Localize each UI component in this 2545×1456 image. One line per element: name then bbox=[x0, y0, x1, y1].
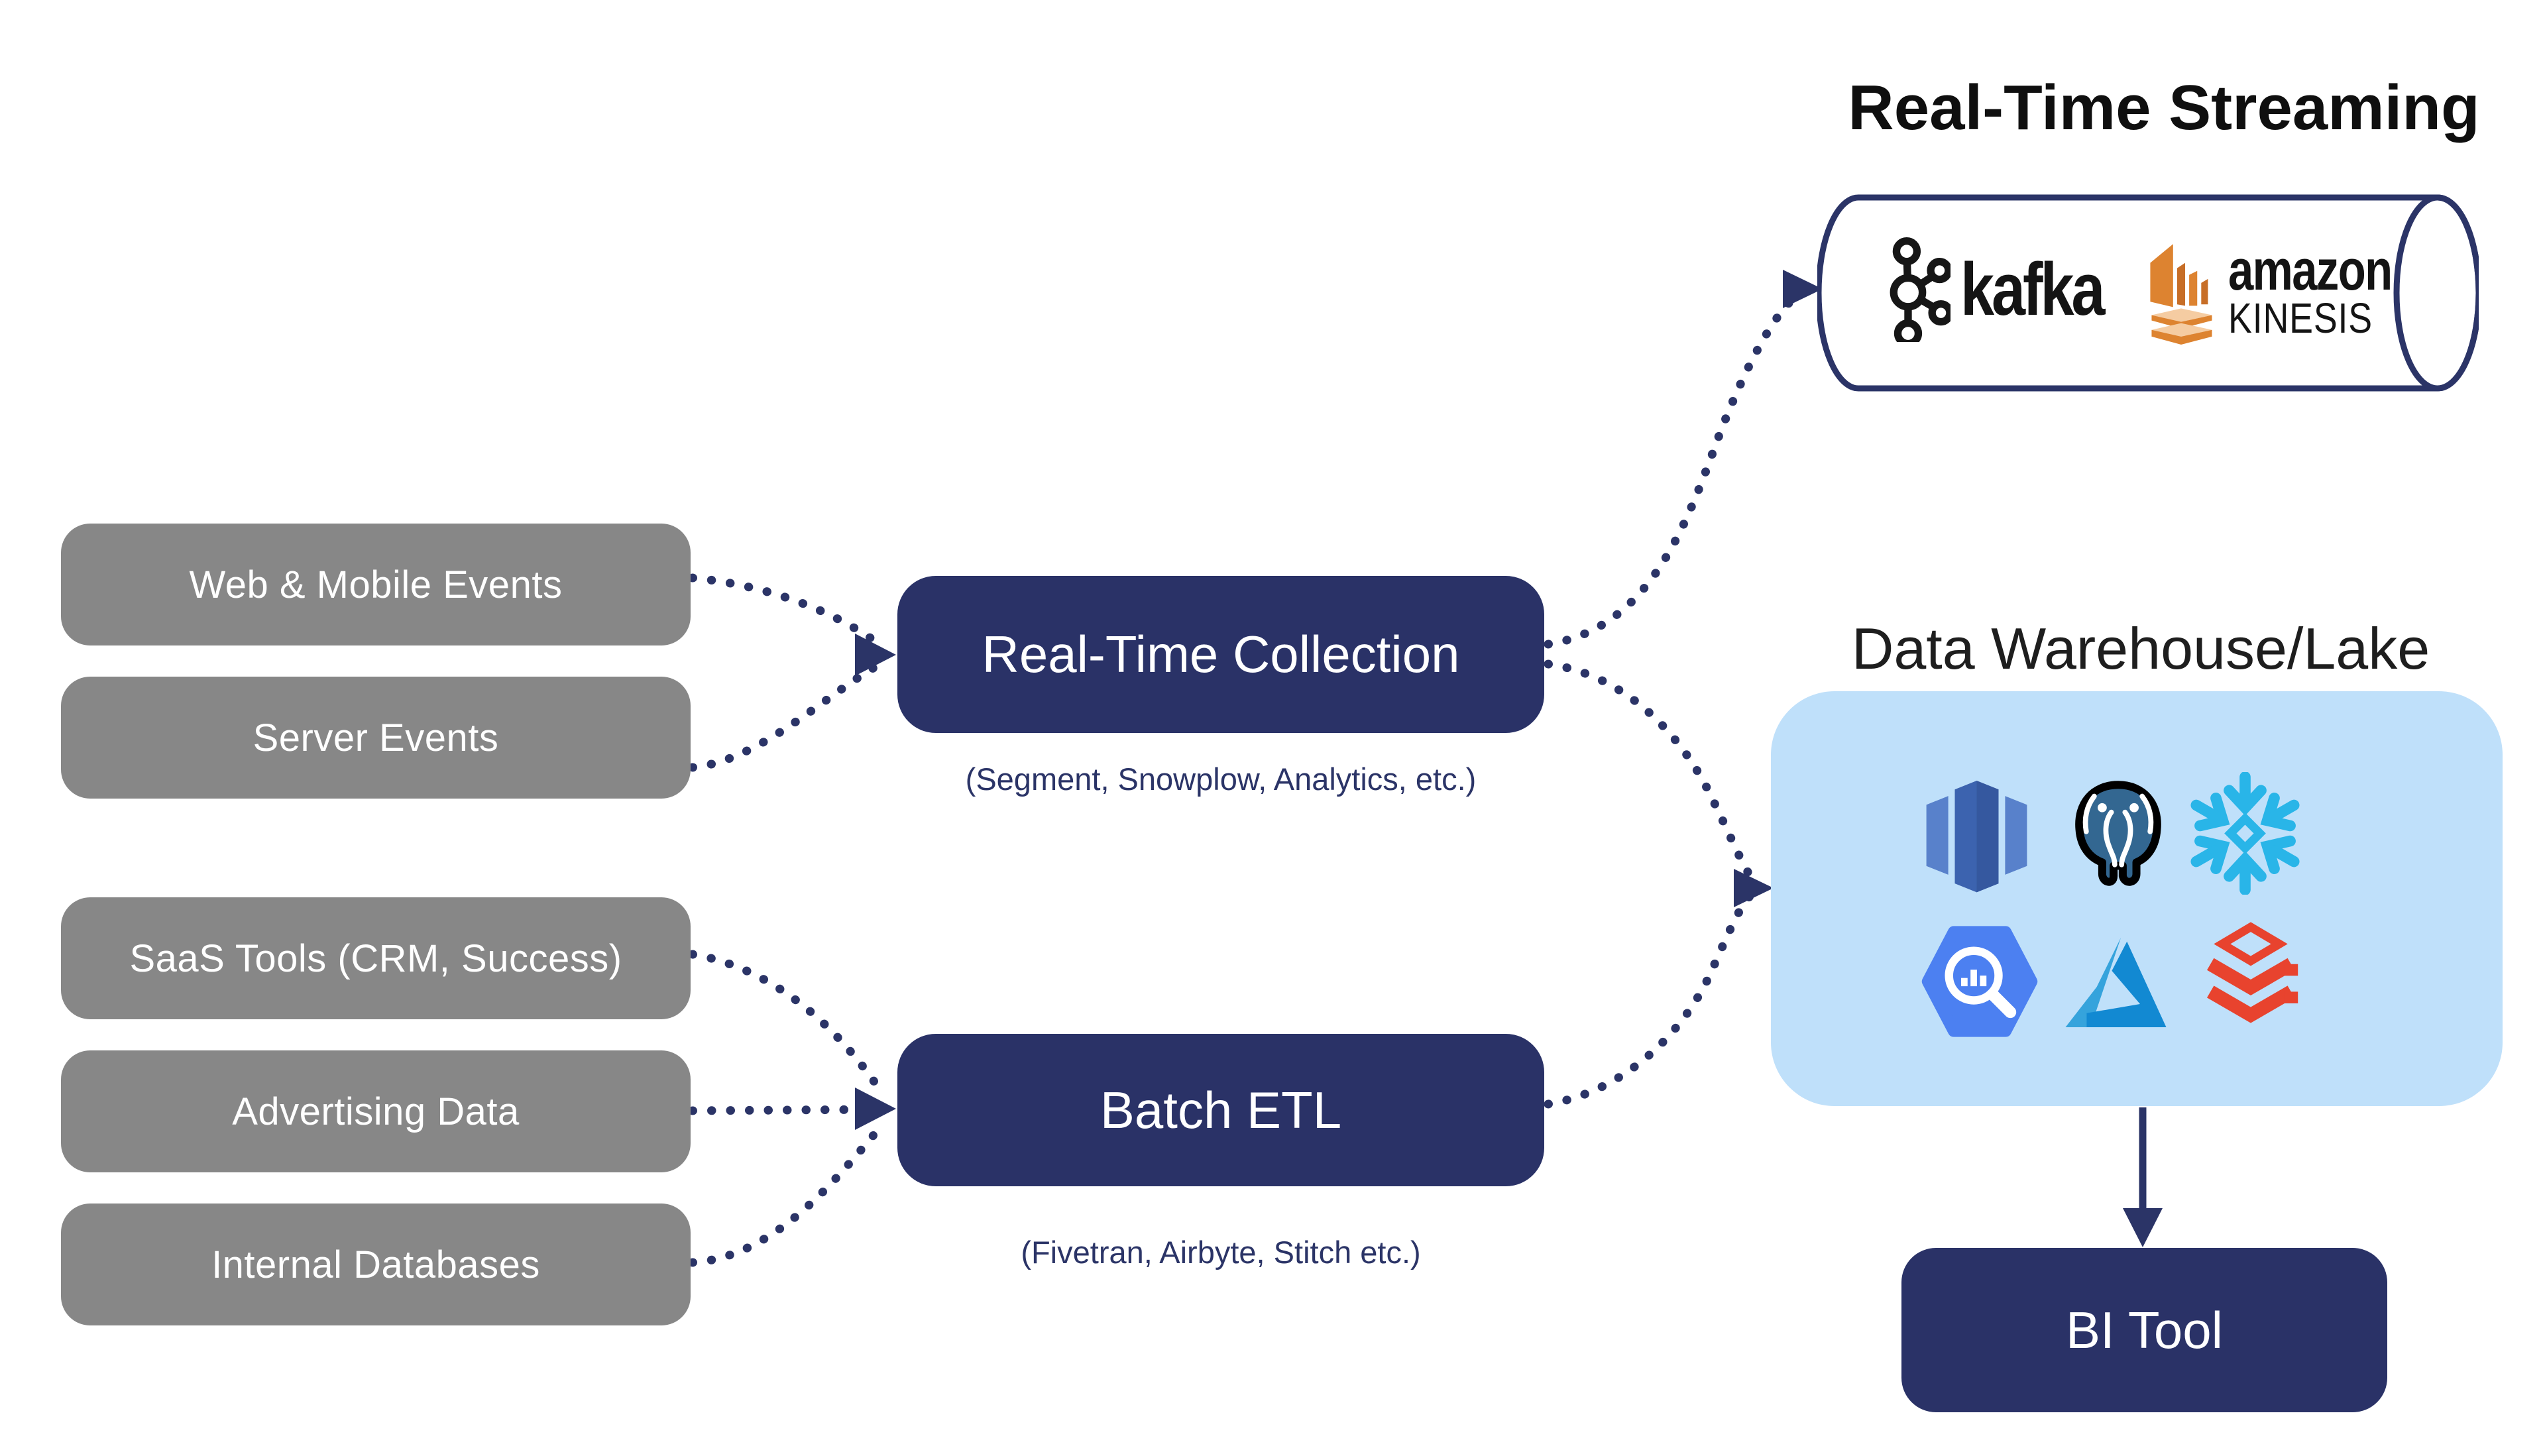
arrow-batch-to-warehouse bbox=[1544, 887, 1760, 1109]
arrowhead-bi-tool bbox=[2123, 1208, 2163, 1247]
arrow-saas-to-batch bbox=[688, 950, 889, 1101]
redshift-icon bbox=[1926, 781, 2027, 893]
kinesis-wordmark: KINESIS bbox=[2228, 294, 2373, 342]
arrowhead-warehouse bbox=[1734, 869, 1774, 907]
snowflake-icon bbox=[2190, 772, 2300, 895]
batch-etl-caption: (Fivetran, Airbyte, Stitch etc.) bbox=[1021, 1235, 1421, 1270]
databricks-icon bbox=[2206, 922, 2298, 1023]
arrowhead-batch bbox=[855, 1088, 896, 1130]
source-saas-tools: SaaS Tools (CRM, Success) bbox=[61, 897, 691, 1019]
source-internal-databases: Internal Databases bbox=[61, 1204, 691, 1325]
source-label: SaaS Tools (CRM, Success) bbox=[129, 936, 622, 980]
kafka-icon bbox=[1890, 237, 1951, 342]
bigquery-icon bbox=[1921, 926, 2038, 1037]
cylinder-end-cap bbox=[2393, 194, 2479, 392]
batch-etl-node: Batch ETL bbox=[897, 1034, 1544, 1186]
warehouse-title: Data Warehouse/Lake bbox=[1851, 616, 2430, 681]
realtime-collection-label: Real-Time Collection bbox=[982, 625, 1460, 683]
arrow-advertising-to-batch bbox=[688, 1105, 887, 1115]
arrow-realtime-to-warehouse bbox=[1544, 659, 1760, 887]
source-label: Server Events bbox=[253, 716, 499, 759]
amazon-kinesis-icon bbox=[2150, 244, 2212, 345]
arrow-web-events-to-realtime bbox=[688, 573, 887, 651]
source-label: Internal Databases bbox=[211, 1243, 540, 1286]
source-advertising-data: Advertising Data bbox=[61, 1050, 691, 1172]
arrow-databases-to-batch bbox=[688, 1118, 889, 1267]
streaming-title: Real-Time Streaming bbox=[1848, 72, 2480, 143]
kafka-wordmark: kafka bbox=[1960, 247, 2105, 331]
source-server-events: Server Events bbox=[61, 677, 691, 799]
bi-tool-node: BI Tool bbox=[1901, 1248, 2387, 1412]
arrow-server-events-to-realtime bbox=[688, 658, 887, 772]
realtime-collection-caption: (Segment, Snowplow, Analytics, etc.) bbox=[965, 761, 1477, 797]
source-label: Web & Mobile Events bbox=[189, 563, 563, 606]
arrowhead-streaming bbox=[1783, 270, 1823, 308]
streaming-cylinder bbox=[1817, 194, 2479, 392]
warehouse-container bbox=[1771, 691, 2503, 1106]
source-label: Advertising Data bbox=[232, 1090, 520, 1133]
realtime-collection-node: Real-Time Collection bbox=[897, 576, 1544, 733]
source-web-mobile-events: Web & Mobile Events bbox=[61, 524, 691, 645]
azure-icon bbox=[2065, 937, 2167, 1027]
arrow-realtime-to-streaming bbox=[1544, 290, 1803, 649]
batch-etl-label: Batch ETL bbox=[1100, 1080, 1342, 1139]
arrowhead-realtime bbox=[855, 634, 896, 676]
postgresql-icon bbox=[2075, 781, 2161, 886]
amazon-wordmark: amazon bbox=[2228, 238, 2393, 302]
bi-tool-label: BI Tool bbox=[2065, 1300, 2224, 1359]
